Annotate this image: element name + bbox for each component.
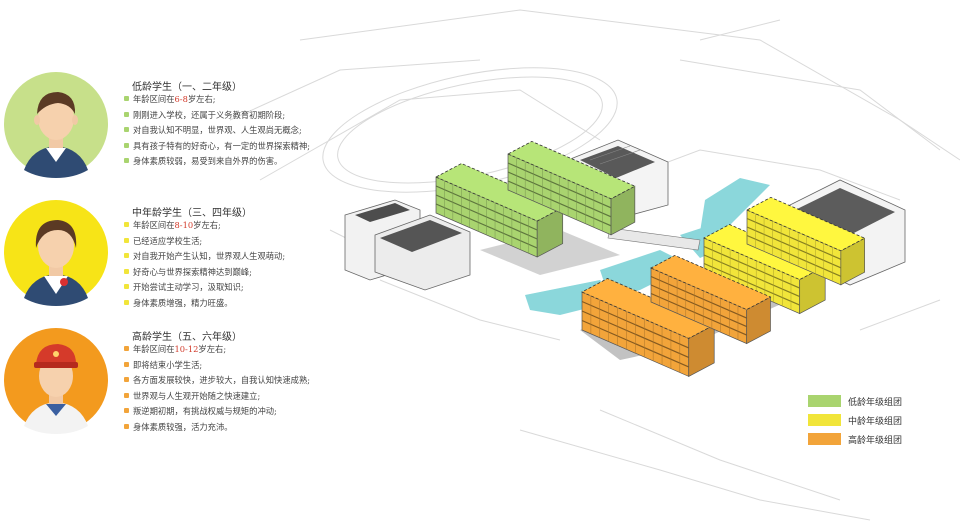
low-grade-title: 低龄学生（一、二年级） (132, 82, 242, 93)
mid-grade-title: 中年龄学生（三、四年级） (132, 208, 252, 219)
legend-swatch (808, 414, 841, 426)
bullet-dot-icon (124, 377, 129, 382)
bullet-text: 对自我认知不明显，世界观、人生观尚无概念; (133, 125, 302, 135)
low-grade-building-cluster (435, 140, 636, 258)
bullet-item: 各方面发展较快，进步较大，自我认知快速成熟; (124, 373, 310, 389)
legend-label: 高龄年级组团 (848, 435, 903, 446)
bullet-item: 刚刚进入学校，还属于义务教育初期阶段; (124, 108, 310, 124)
legend-swatch (808, 433, 841, 445)
gym-building-left (344, 199, 471, 291)
legend-swatch (808, 395, 841, 407)
legend-item-low: 低龄年级组团 (808, 392, 902, 410)
bullet-text: 具有孩子特有的好奇心，有一定的世界探索精神; (133, 140, 311, 151)
high-grade-title: 高龄学生（五、六年级） (132, 332, 242, 343)
bullet-text: 已经适应学校生活; (133, 235, 203, 246)
bullet-dot-icon (124, 237, 129, 243)
bullet-text: 对自我开始产生认知，世界观人生观萌动; (133, 251, 286, 261)
high-grade-bullet-list: 年龄区间在10-12岁左右;即将结束小学生活;各方面发展较快，进步较大，自我认知… (124, 342, 310, 435)
bullet-dot-icon (124, 423, 129, 429)
bullet-item: 对自我认知不明显，世界观、人生观尚无概念; (124, 123, 310, 139)
bullet-item: 即将结束小学生活; (124, 358, 310, 374)
bullet-item: 已经适应学校生活; (124, 234, 285, 250)
high-grade-avatar (2, 326, 110, 434)
bullet-item: 身体素质较弱，易受到来自外界的伤害。 (124, 154, 310, 170)
bullet-text: 年龄区间在 (133, 94, 175, 104)
bullet-text: 身体素质增强，精力旺盛。 (133, 297, 233, 308)
low-grade-building (435, 163, 564, 258)
girl-student-icon (4, 200, 108, 306)
bullet-dot-icon (124, 346, 129, 351)
mid-grade-building (703, 224, 827, 315)
low-grade-bullet-list: 年龄区间在6-8岁左右;刚刚进入学校，还属于义务教育初期阶段;对自我认知不明显，… (124, 92, 310, 170)
age-range-highlight: 10-12 (174, 344, 199, 354)
bullet-dot-icon (124, 127, 129, 132)
bullet-item: 世界观与人生观开始随之快速建立; (124, 389, 310, 405)
bullet-item: 身体素质较强，活力充沛。 (124, 420, 310, 436)
bullet-item: 叛逆期初期，有挑战权威与规矩的冲动; (124, 404, 310, 420)
bullet-item: 身体素质增强，精力旺盛。 (124, 296, 285, 312)
legend-item-mid: 中龄年级组团 (808, 411, 902, 429)
bullet-item: 开始尝试主动学习，汲取知识; (124, 280, 285, 296)
grade-cluster-legend: 低龄年级组团中龄年级组团高龄年级组团 (808, 392, 902, 449)
mid-grade-avatar (2, 198, 110, 306)
bullet-item: 年龄区间在10-12岁左右; (124, 342, 310, 358)
connecting-bridge (607, 227, 701, 251)
bullet-text: 身体素质较弱，易受到来自外界的伤害。 (133, 156, 283, 166)
bullet-text: 好奇心与世界探索精神达到巅峰; (133, 266, 252, 277)
high-grade-building (581, 278, 716, 377)
bullet-item: 好奇心与世界探索精神达到巅峰; (124, 265, 285, 281)
bullet-text: 年龄区间在 (133, 220, 175, 230)
bullet-item: 具有孩子特有的好奇心，有一定的世界探索精神; (124, 139, 310, 155)
bullet-dot-icon (124, 253, 129, 258)
bullet-dot-icon (124, 111, 129, 117)
bullet-dot-icon (124, 408, 129, 413)
bullet-text: 身体素质较强，活力充沛。 (133, 421, 233, 432)
mid-grade-building (746, 196, 866, 286)
bullet-text: 刚刚进入学校，还属于义务教育初期阶段; (133, 109, 286, 120)
bullet-text-suffix: 岁左右; (198, 344, 227, 354)
bullet-dot-icon (124, 284, 129, 289)
bullet-dot-icon (124, 392, 129, 398)
bullet-text: 各方面发展较快，进步较大，自我认知快速成熟; (133, 375, 311, 385)
age-range-highlight: 8-10 (174, 220, 194, 230)
bullet-dot-icon (124, 222, 129, 227)
bullet-item: 年龄区间在6-8岁左右; (124, 92, 310, 108)
legend-item-high: 高龄年级组团 (808, 430, 902, 448)
legend-label: 中龄年级组团 (848, 416, 903, 427)
bullet-dot-icon (124, 142, 129, 148)
bullet-dot-icon (124, 299, 129, 305)
bullet-text-suffix: 岁左右; (193, 220, 221, 230)
bullet-text: 即将结束小学生活; (133, 359, 203, 370)
low-grade-building (507, 140, 636, 236)
bullet-text: 世界观与人生观开始随之快速建立; (133, 390, 261, 401)
boy-cap-student-icon (4, 328, 108, 434)
low-grade-avatar (2, 70, 110, 178)
bullet-item: 年龄区间在8-10岁左右; (124, 218, 285, 234)
bullet-dot-icon (124, 268, 129, 274)
high-grade-building (650, 254, 772, 345)
mid-grade-bullet-list: 年龄区间在8-10岁左右;已经适应学校生活;对自我开始产生认知，世界观人生观萌动… (124, 218, 285, 311)
bullet-text-suffix: 岁左右; (187, 94, 216, 104)
bullet-dot-icon (124, 361, 129, 367)
bullet-text: 叛逆期初期，有挑战权威与规矩的冲动; (133, 406, 277, 416)
bullet-text: 开始尝试主动学习，汲取知识; (133, 282, 244, 292)
age-range-highlight: 6-8 (174, 94, 188, 104)
bullet-dot-icon (124, 158, 129, 163)
bullet-text: 年龄区间在 (133, 344, 175, 354)
mid-grade-building-cluster (703, 196, 866, 315)
boy-student-icon (4, 72, 108, 178)
high-grade-building-cluster (581, 254, 772, 377)
bullet-item: 对自我开始产生认知，世界观人生观萌动; (124, 249, 285, 265)
legend-label: 低龄年级组团 (848, 397, 903, 408)
bullet-dot-icon (124, 96, 129, 101)
